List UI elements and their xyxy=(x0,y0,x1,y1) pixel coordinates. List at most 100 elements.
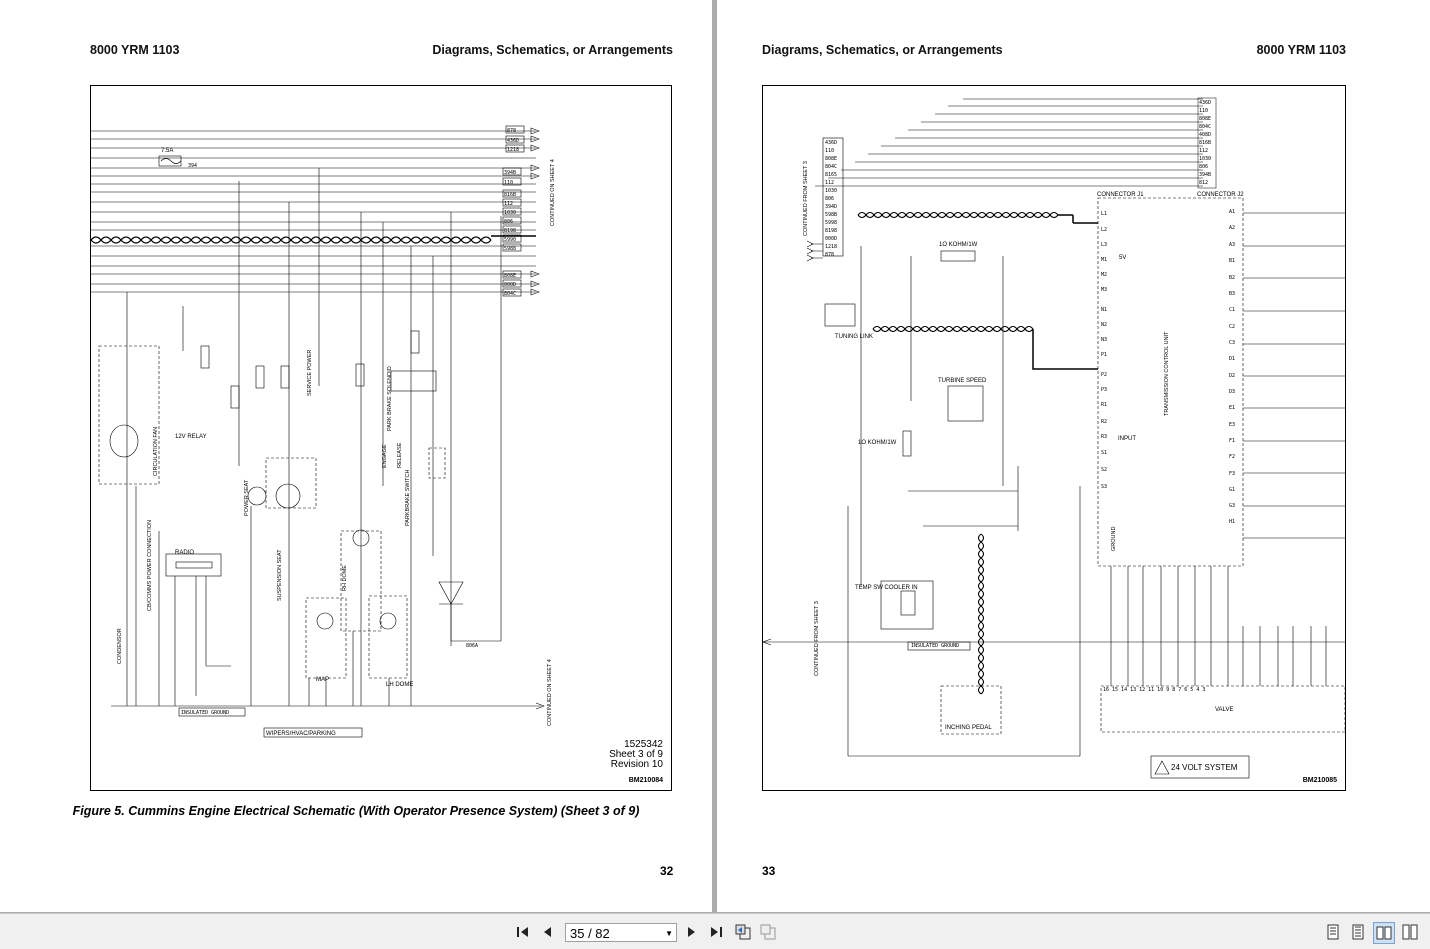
svg-text:N1: N1 xyxy=(1101,307,1107,313)
svg-text:5998: 5998 xyxy=(825,220,837,226)
svg-text:804C: 804C xyxy=(1199,124,1211,130)
volt-system-label: 24 VOLT SYSTEM xyxy=(1171,763,1238,772)
viewer-toolbar: 35 / 82 ▼ xyxy=(0,913,1430,949)
left-header-doc-id: 8000 YRM 1103 xyxy=(90,43,180,57)
power-seat-label: POWER SEAT xyxy=(244,479,250,516)
svg-text:E3: E3 xyxy=(1229,422,1235,428)
right-drawing-code: BM210085 xyxy=(1302,777,1337,784)
svg-text:5988: 5988 xyxy=(504,246,516,252)
previous-page-button[interactable] xyxy=(538,922,558,942)
radio-label: RADIO xyxy=(175,550,194,556)
svg-text:G1: G1 xyxy=(1229,487,1235,493)
ground-label: GROUND xyxy=(1111,527,1117,551)
svg-text:1030: 1030 xyxy=(504,210,516,216)
svg-text:B2: B2 xyxy=(1229,275,1235,281)
release-label: RELEASE xyxy=(397,442,403,468)
svg-text:110: 110 xyxy=(1199,108,1208,114)
svg-text:394: 394 xyxy=(188,163,197,169)
page-indicator: 35 / 82 xyxy=(570,926,610,941)
map-label: MAP xyxy=(316,677,329,683)
tuning-link-label: TUNING LINK xyxy=(835,334,873,340)
page-selector[interactable]: 35 / 82 ▼ xyxy=(565,923,677,942)
svg-text:436D: 436D xyxy=(507,138,519,144)
right-page: Diagrams, Schematics, or Arrangements 80… xyxy=(717,0,1430,912)
svg-text:F1: F1 xyxy=(1229,438,1235,444)
engage-label: ENGAGE xyxy=(382,444,388,468)
svg-text:808E: 808E xyxy=(504,273,516,279)
svg-text:804C: 804C xyxy=(825,164,837,170)
facing-view-button[interactable] xyxy=(1373,922,1395,944)
svg-text:S1: S1 xyxy=(1101,450,1107,456)
svg-text:806: 806 xyxy=(1199,164,1208,170)
resistor-2-label: 1O KOHM/1W xyxy=(858,440,897,446)
connector-j1-label: CONNECTOR J1 xyxy=(1097,192,1144,198)
svg-text:H1: H1 xyxy=(1229,519,1235,525)
lh-dome-label: LH DOME xyxy=(386,682,413,688)
svg-text:R3: R3 xyxy=(1101,434,1107,440)
svg-text:C1: C1 xyxy=(1229,307,1235,313)
svg-text:F3: F3 xyxy=(1229,471,1235,477)
go-forward-button[interactable] xyxy=(758,922,778,942)
svg-text:A2: A2 xyxy=(1229,225,1235,231)
svg-text:812: 812 xyxy=(1199,180,1208,186)
svg-text:436D: 436D xyxy=(1199,100,1211,106)
svg-text:110: 110 xyxy=(825,148,834,154)
svg-text:5990: 5990 xyxy=(504,237,516,243)
go-back-icon xyxy=(735,924,751,940)
svg-text:806: 806 xyxy=(825,196,834,202)
fuse-label: 7.5A xyxy=(161,148,173,154)
svg-text:816B: 816B xyxy=(1199,140,1211,146)
next-page-button[interactable] xyxy=(681,922,701,942)
svg-text:N3: N3 xyxy=(1101,337,1107,343)
svg-text:C3: C3 xyxy=(1229,340,1235,346)
svg-text:112: 112 xyxy=(1199,148,1208,154)
left-page: 8000 YRM 1103 Diagrams, Schematics, or A… xyxy=(0,0,712,912)
svg-text:408D: 408D xyxy=(1199,132,1211,138)
input-label: INPUT xyxy=(1118,436,1136,442)
temp-switch-label: TEMP SW COOLER IN xyxy=(855,585,918,591)
svg-text:M3: M3 xyxy=(1101,287,1107,293)
previous-page-icon xyxy=(544,927,551,937)
svg-text:C2: C2 xyxy=(1229,324,1235,330)
svg-text:000D: 000D xyxy=(504,282,516,288)
continued-from-top: CONTINUED FROM SHEET 3 xyxy=(803,161,809,236)
continued-sheet4-top: CONTINUED ON SHEET 4 xyxy=(550,159,556,226)
svg-text:M1: M1 xyxy=(1101,257,1107,263)
single-page-view-button[interactable] xyxy=(1323,922,1343,942)
svg-text:1218: 1218 xyxy=(507,147,519,153)
svg-text:R1: R1 xyxy=(1101,402,1107,408)
suspension-seat-label: SUSPENSION SEAT xyxy=(277,549,283,601)
first-page-button[interactable] xyxy=(513,922,533,942)
svg-text:D1: D1 xyxy=(1229,356,1235,362)
continuous-view-button[interactable] xyxy=(1348,922,1368,942)
right-header-section: Diagrams, Schematics, or Arrangements xyxy=(762,43,1003,57)
svg-text:816B: 816B xyxy=(504,192,516,198)
svg-text:B1: B1 xyxy=(1229,258,1235,264)
parkbrake-switch-label: PARKBRAKE SWITCH xyxy=(405,470,411,526)
svg-text:INSULATED GROUND: INSULATED GROUND xyxy=(911,643,959,649)
last-page-button[interactable] xyxy=(706,922,726,942)
continuous-facing-icon xyxy=(1402,924,1418,940)
svg-text:A1: A1 xyxy=(1229,209,1235,215)
svg-text:M2: M2 xyxy=(1101,272,1107,278)
wipers-label: WIPERS/HVAC/PARKING xyxy=(266,731,336,737)
svg-text:878: 878 xyxy=(507,128,516,134)
left-doc-meta: 1525342 Sheet 3 of 9 Revision 10 xyxy=(609,740,663,770)
svg-text:R2: R2 xyxy=(1101,419,1107,425)
go-back-button[interactable] xyxy=(733,922,753,942)
svg-text:S2: S2 xyxy=(1101,467,1107,473)
service-power-label: SERVICE POWER xyxy=(307,350,313,396)
svg-text:G3: G3 xyxy=(1229,503,1235,509)
svg-text:E1: E1 xyxy=(1229,405,1235,411)
svg-text:8165: 8165 xyxy=(825,172,837,178)
svg-text:1030: 1030 xyxy=(825,188,837,194)
right-header-doc-id: 8000 YRM 1103 xyxy=(1256,43,1346,57)
svg-text:806: 806 xyxy=(504,219,513,225)
svg-text:394D: 394D xyxy=(825,204,837,210)
rh-dome-label: RH DOME xyxy=(342,565,348,591)
svg-text:000D: 000D xyxy=(825,236,837,242)
svg-text:L1: L1 xyxy=(1101,211,1107,217)
continuous-facing-view-button[interactable] xyxy=(1400,922,1420,942)
svg-text:A3: A3 xyxy=(1229,242,1235,248)
